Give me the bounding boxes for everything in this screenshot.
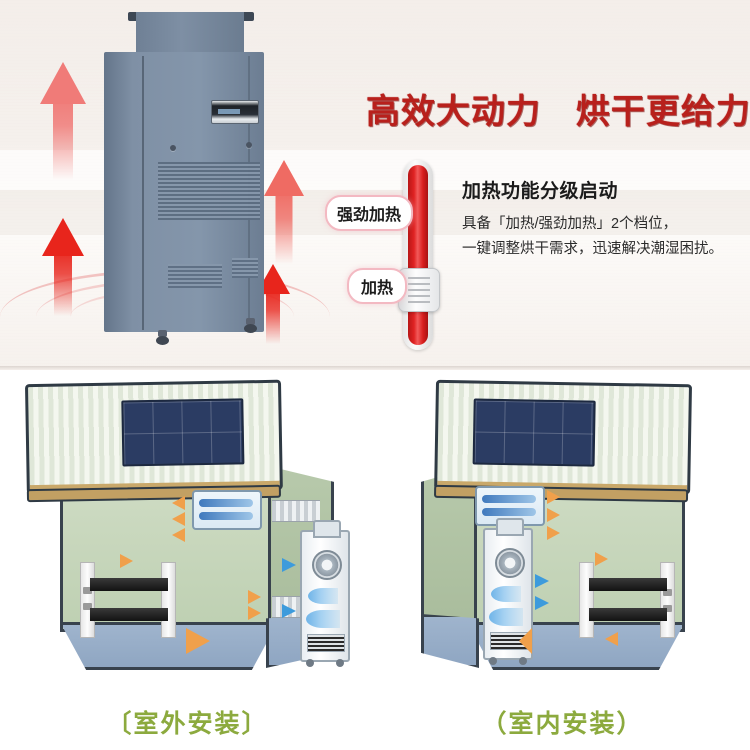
- wall-mounted-ac-unit: [192, 490, 262, 530]
- warm-return-arrow-2: [248, 606, 261, 620]
- installation-diagram-panel: 〔室外安装〕: [0, 370, 750, 750]
- outdoor-installation-diagram: 〔室外安装〕: [0, 370, 375, 750]
- rack-post-left: [80, 562, 95, 638]
- cool-airflow-2: [489, 608, 523, 626]
- tower-caster-right: [519, 657, 527, 665]
- warm-airflow-arrow-1: [547, 490, 560, 504]
- rack-bar-lower: [90, 608, 168, 621]
- house-cutaway-outdoor: [20, 378, 334, 678]
- tower-grille: [307, 634, 345, 652]
- cool-intake-arrow-1: [282, 558, 296, 572]
- drying-rack: [80, 562, 176, 638]
- room-floor-side: [421, 614, 479, 668]
- page-headline: 高效大动力 烘干更给力: [366, 84, 750, 133]
- tower-caster-right: [336, 659, 344, 667]
- warm-airflow-arrow-3: [547, 526, 560, 540]
- callout-strong-heating: 强劲加热: [325, 195, 414, 231]
- machine-control-panel: [211, 100, 259, 124]
- rack-airflow-arrow: [120, 554, 133, 568]
- thermometer-fill: [408, 165, 428, 345]
- rack-post-left: [579, 562, 594, 638]
- rack-bar-upper: [589, 578, 667, 591]
- feature-description-line-1: 具备「加热/强劲加热」2个档位，: [462, 216, 678, 232]
- machine-air-grille: [158, 162, 260, 220]
- house-cutaway-indoor: [409, 378, 719, 678]
- machine-seam-left: [142, 56, 144, 330]
- heat-level-thermometer: [398, 160, 440, 350]
- feature-subheading: 加热功能分级启动: [462, 181, 619, 202]
- machine-caster-right: [244, 318, 257, 333]
- cool-output-arrow-1: [535, 574, 549, 588]
- rack-post-right: [161, 562, 176, 638]
- indoor-dehumidifier-tower: [483, 518, 533, 665]
- heat-arrow-right-upper: [264, 160, 304, 264]
- headline-part-1: 高效大动力: [366, 93, 541, 131]
- heat-arrow-left-lower: [42, 218, 84, 316]
- solar-panel-array: [121, 398, 245, 467]
- machine-bolt-right: [246, 142, 252, 148]
- machine-vent-lower-right: [232, 258, 258, 278]
- warm-airflow-arrow-1: [172, 496, 185, 510]
- warm-airflow-arrow-2: [172, 512, 185, 526]
- industrial-dehumidifier-unit: [98, 12, 274, 350]
- machine-chimney: [136, 12, 244, 58]
- floor-airflow-arrow-2: [605, 632, 618, 646]
- cool-airflow-1: [491, 586, 521, 602]
- tower-fan-icon: [495, 548, 525, 578]
- left-caption: 〔室外安装〕: [106, 709, 269, 738]
- drying-rack: [579, 562, 675, 638]
- heat-arrow-left-upper: [40, 62, 86, 180]
- machine-caster-left: [156, 330, 169, 345]
- outdoor-dehumidifier-tower: [300, 520, 350, 667]
- house-roof: [24, 379, 283, 503]
- rack-bar-upper: [90, 578, 168, 591]
- floor-airflow-arrow: [186, 628, 210, 654]
- right-caption: （室内安装）: [481, 709, 644, 738]
- duct-upper: [272, 500, 320, 522]
- warm-airflow-arrow-2: [547, 508, 560, 522]
- tower-duct-cap: [496, 518, 524, 536]
- cool-output-arrow-2: [535, 596, 549, 610]
- warm-airflow-arrow-3: [172, 528, 185, 542]
- tower-caster-left: [489, 657, 497, 665]
- rack-bar-lower: [589, 608, 667, 621]
- callout-heating: 加热: [347, 268, 408, 304]
- cool-airflow-1: [308, 588, 338, 604]
- feature-description-line-2: 一键调整烘干需求，迅速解决潮湿困扰。: [462, 241, 723, 258]
- solar-panel-array: [472, 398, 596, 467]
- top-feature-panel: 高效大动力 烘干更给力 强劲加热 加热 加热功能分级启动 具备「加热/强劲加热」…: [0, 0, 750, 370]
- machine-bolt-left: [170, 145, 176, 151]
- indoor-installation-diagram: （室内安装）: [375, 370, 750, 750]
- rack-airflow-arrow: [595, 552, 608, 566]
- machine-vent-lower-left: [168, 264, 222, 288]
- feature-description: 具备「加热/强劲加热」2个档位， 一键调整烘干需求，迅速解决潮湿困扰。: [462, 212, 723, 263]
- tower-duct-cap: [313, 520, 341, 538]
- cool-intake-arrow-2: [282, 604, 296, 618]
- headline-part-2: 烘干更给力: [575, 93, 750, 131]
- rack-post-right: [660, 562, 675, 638]
- house-roof: [433, 379, 693, 503]
- tower-caster-left: [306, 659, 314, 667]
- floor-airflow-arrow: [519, 628, 532, 654]
- warm-return-arrow-1: [248, 590, 261, 604]
- tower-fan-icon: [312, 550, 342, 580]
- cool-airflow-2: [306, 610, 340, 628]
- panel-divider: [0, 366, 750, 370]
